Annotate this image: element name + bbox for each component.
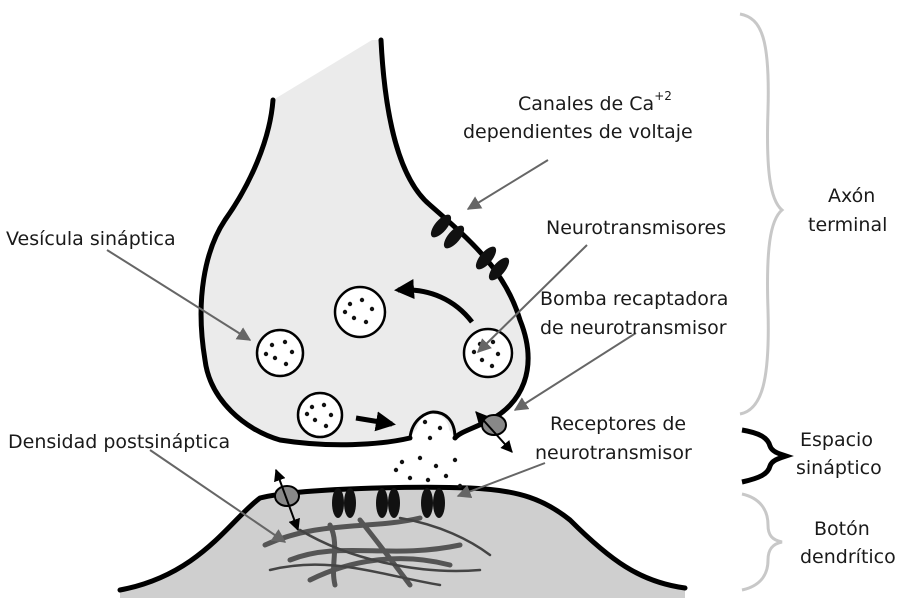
label-postsynaptic-density: Densidad postsináptica [8,431,230,453]
bouton-brace [742,494,782,590]
vesicle-top [335,287,385,337]
dendritic-bouton [120,487,685,598]
label-axon-line1: Axón [828,185,875,207]
label-axon-line2: terminal [808,214,887,236]
label-neurotransmitters: Neurotransmisores [546,217,726,239]
label-bouton-line1: Botón [814,518,870,540]
label-receptors-line1: Receptores de [550,413,686,435]
vesicle-recycled [464,329,512,377]
label-receptors-line2: neurotransmisor [535,442,692,464]
label-ca-channels-line2: dependientes de voltaje [463,121,693,143]
label-ca-channels-line1: Canales de Ca+2 [518,89,672,115]
label-ca-superscript: +2 [654,89,672,103]
label-cleft-line1: Espacio [800,429,873,451]
region-braces [740,14,786,590]
axon-brace [740,14,782,414]
label-pump-line2: de neurotransmisor [540,317,727,339]
vesicle-docking [298,393,342,437]
label-vesicle: Vesícula sináptica [6,228,176,250]
label-pump-line1: Bomba recaptadora [540,288,728,310]
reuptake-pump [476,412,512,452]
axon-terminal [201,40,528,446]
label-bouton-line2: dendrítico [800,546,896,568]
cleft-brace [742,430,786,482]
label-cleft-line2: sináptico [796,457,882,479]
vesicle-left [257,330,303,376]
